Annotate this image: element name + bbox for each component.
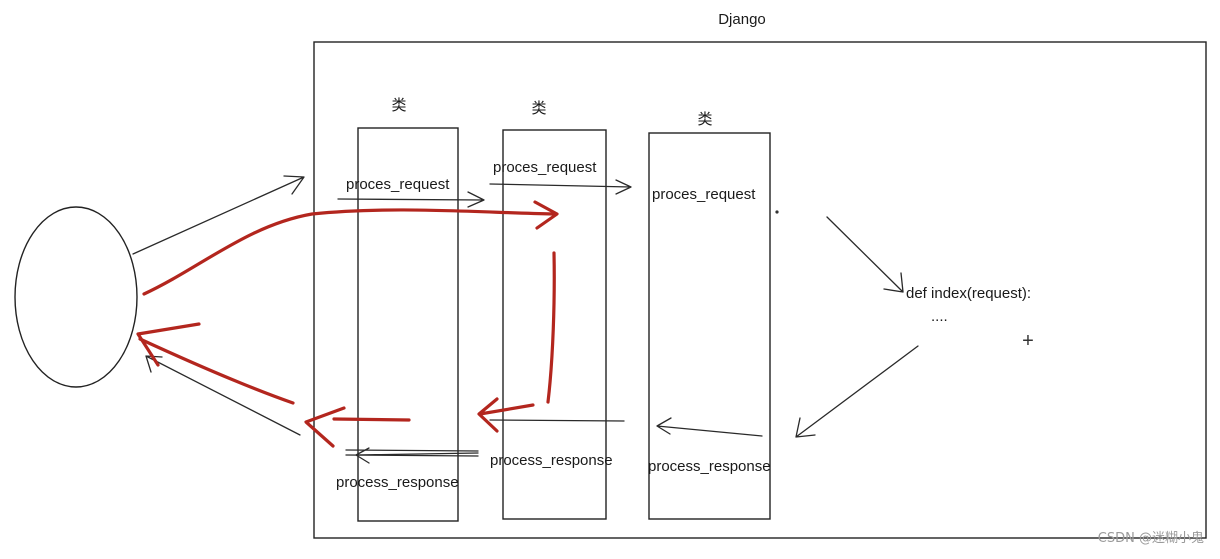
stray-dot <box>775 210 779 214</box>
middleware-column-1 <box>357 127 459 522</box>
request-label-2: proces_request <box>493 159 597 176</box>
red-vertical-line <box>546 251 556 404</box>
response-arrow-2-to-1 <box>489 419 625 422</box>
red-flow-annotation <box>136 200 559 448</box>
request-label-1: proces_request <box>346 176 450 193</box>
view-body: .... <box>931 308 948 325</box>
view-return-arrow <box>795 345 919 438</box>
red-client-arrowhead <box>136 322 201 367</box>
response-label-2: process_response <box>490 452 613 469</box>
response-label-1: process_response <box>336 474 459 491</box>
request-arrows <box>132 175 904 293</box>
red-request-curve <box>142 208 555 296</box>
request-label-3: proces_request <box>652 186 756 203</box>
response-label-3: process_response <box>648 458 771 475</box>
client-to-django-arrow <box>132 175 305 255</box>
django-to-client-arrow <box>145 355 301 436</box>
middleware-column-3 <box>648 132 771 520</box>
class-label-3: 类 <box>697 110 712 128</box>
response-arrows <box>145 345 919 464</box>
class-label-1: 类 <box>391 96 406 114</box>
response-arrow-3-to-2 <box>656 417 763 437</box>
arrow-to-view <box>826 216 904 293</box>
request-arrow-1-to-2 <box>337 191 485 208</box>
client-ellipse <box>14 206 138 388</box>
plus-mark: + <box>1022 330 1034 352</box>
red-request-arrowhead <box>533 200 559 230</box>
middleware-column-2 <box>502 129 607 520</box>
response-arrow-into-column-1 <box>355 447 479 464</box>
red-response-line-1 <box>332 417 411 422</box>
django-container <box>313 41 1207 539</box>
red-response-arrow-2 <box>477 397 535 433</box>
view-signature: def index(request): <box>906 285 1031 302</box>
request-arrow-2-to-3 <box>489 179 632 195</box>
class-label-2: 类 <box>531 99 546 117</box>
red-return-to-client <box>138 337 295 405</box>
red-response-arrowhead-1 <box>304 406 346 448</box>
django-title: Django <box>718 11 766 28</box>
csdn-watermark: CSDN @迷糊小鬼 <box>1098 530 1204 546</box>
